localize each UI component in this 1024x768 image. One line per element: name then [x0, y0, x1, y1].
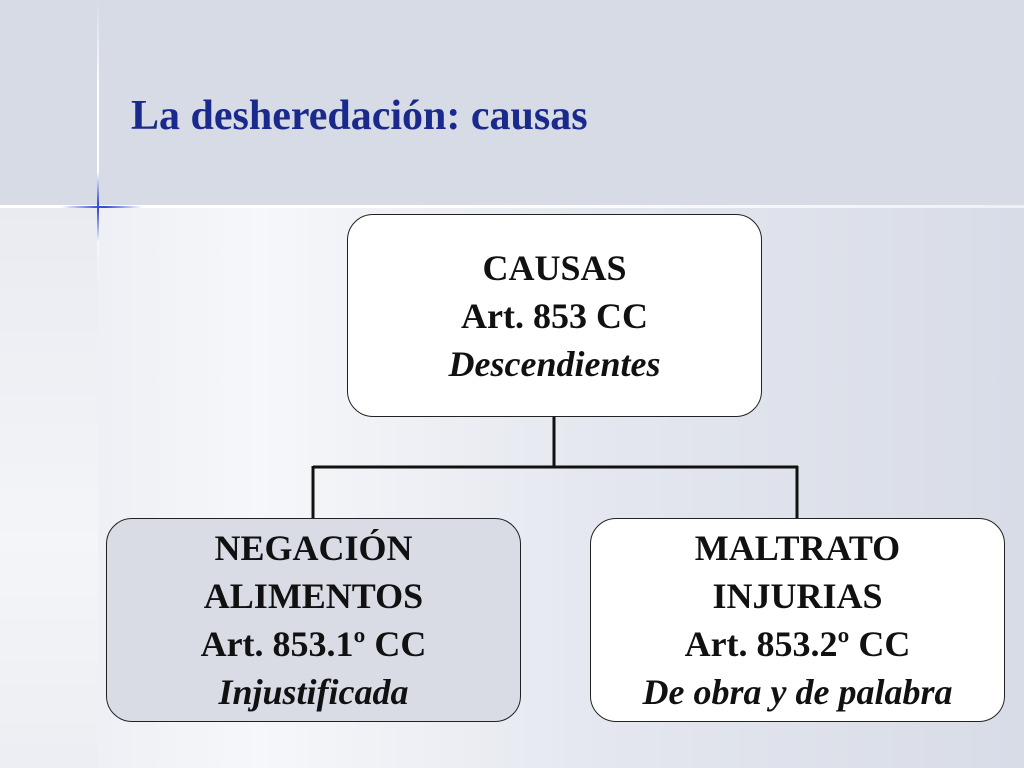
node-causas-article: Art. 853 CC [461, 295, 648, 336]
node-negacion-line2: ALIMENTOS [203, 576, 424, 616]
node-causas-heading: CAUSAS [482, 247, 627, 288]
node-causas-subject: Descendientes [448, 343, 661, 384]
node-causas: CAUSAS Art. 853 CC Descendientes [347, 214, 762, 417]
header-band [0, 0, 1024, 208]
node-negacion-alimentos: NEGACIÓN ALIMENTOS Art. 853.1º CC Injust… [106, 518, 521, 722]
node-maltrato-qualifier: De obra y de palabra [642, 672, 953, 712]
node-negacion-qualifier: Injustificada [218, 672, 409, 712]
decor-horizontal-line [0, 205, 1024, 208]
node-negacion-line1: NEGACIÓN [214, 528, 413, 568]
node-maltrato-article: Art. 853.2º CC [684, 624, 911, 664]
decor-vertical-line [97, 0, 99, 290]
left-decor-strip [0, 208, 98, 768]
decor-cross-horizontal [62, 206, 142, 208]
node-maltrato-injurias: MALTRATO INJURIAS Art. 853.2º CC De obra… [590, 518, 1005, 722]
decor-cross-vertical [97, 172, 99, 242]
node-maltrato-line1: MALTRATO [694, 528, 901, 568]
node-negacion-article: Art. 853.1º CC [200, 624, 427, 664]
node-maltrato-line2: INJURIAS [712, 576, 883, 616]
slide-title: La desheredación: causas [131, 93, 588, 139]
